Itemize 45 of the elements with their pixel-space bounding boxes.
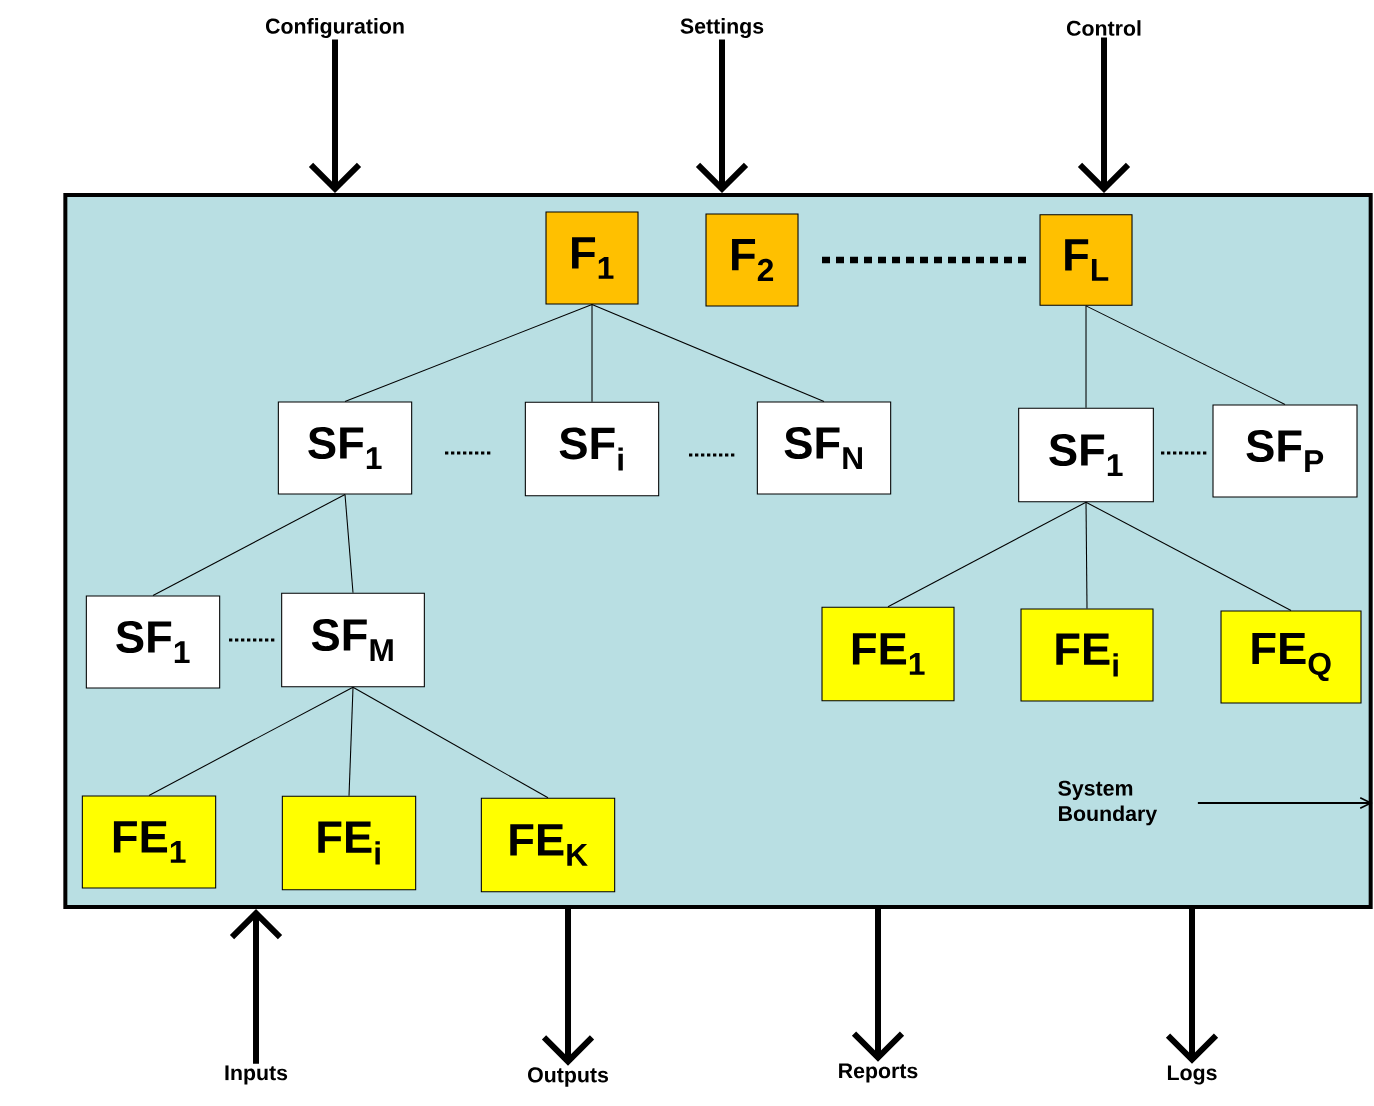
connector-line (591, 304, 593, 403)
connector-line (591, 304, 825, 402)
flow-label: Configuration (266, 18, 404, 38)
leader-arrow (1196, 796, 1373, 810)
connector-line (348, 686, 354, 797)
arrow (308, 39, 362, 193)
arrow (695, 39, 749, 193)
subfunction-box: SF$_{1}$ (1018, 407, 1154, 503)
subfunction-box: SF$_{i}$ (524, 401, 660, 497)
function-element-box: FE$_{i}$ (281, 795, 417, 891)
arrow (1077, 37, 1131, 193)
function-box: F$_{2}$ (705, 213, 799, 307)
function-element-box: FE$_{1}$ (821, 606, 955, 702)
function-element-box: FE$_{Q}$ (1220, 610, 1362, 704)
connector-line (344, 304, 593, 402)
connector-line (1085, 305, 1286, 405)
connector-line (1085, 501, 1088, 609)
function-element-box: FE$_{K}$ (480, 797, 616, 893)
connector-line (887, 501, 1087, 608)
flow-label: Logs (1167, 1065, 1217, 1085)
subfunction-box: SF$_{N}$ (756, 401, 892, 495)
flow-label: Settings (680, 18, 764, 38)
subfunction-box: SF$_{P}$ (1212, 404, 1358, 498)
function-element-box: FE$_{1}$ (81, 795, 217, 889)
subfunction-box: SF$_{1}$ (85, 595, 221, 689)
connector-line (344, 494, 354, 594)
flow-label: Outputs (528, 1067, 608, 1087)
arrow (541, 909, 595, 1066)
arrow (229, 909, 283, 1064)
subfunction-box: SF$_{1}$ (277, 401, 413, 495)
connector-line (1085, 305, 1087, 409)
connector-line (148, 686, 354, 796)
function-element-box: FE$_{i}$ (1020, 608, 1154, 702)
arrow (851, 909, 905, 1062)
flow-label: Inputs (225, 1065, 288, 1085)
flow-label: Control (1066, 20, 1141, 36)
function-box: F$_{L}$ (1039, 214, 1133, 306)
boundary-label: System Boundary (1058, 780, 1158, 826)
connector-line (1085, 501, 1292, 611)
arrow (1165, 909, 1219, 1064)
function-box: F$_{1}$ (545, 211, 639, 305)
connector-line (352, 686, 549, 799)
connector-line (152, 494, 346, 596)
subfunction-box: SF$_{M}$ (281, 592, 425, 688)
flow-label: Reports (839, 1063, 918, 1083)
